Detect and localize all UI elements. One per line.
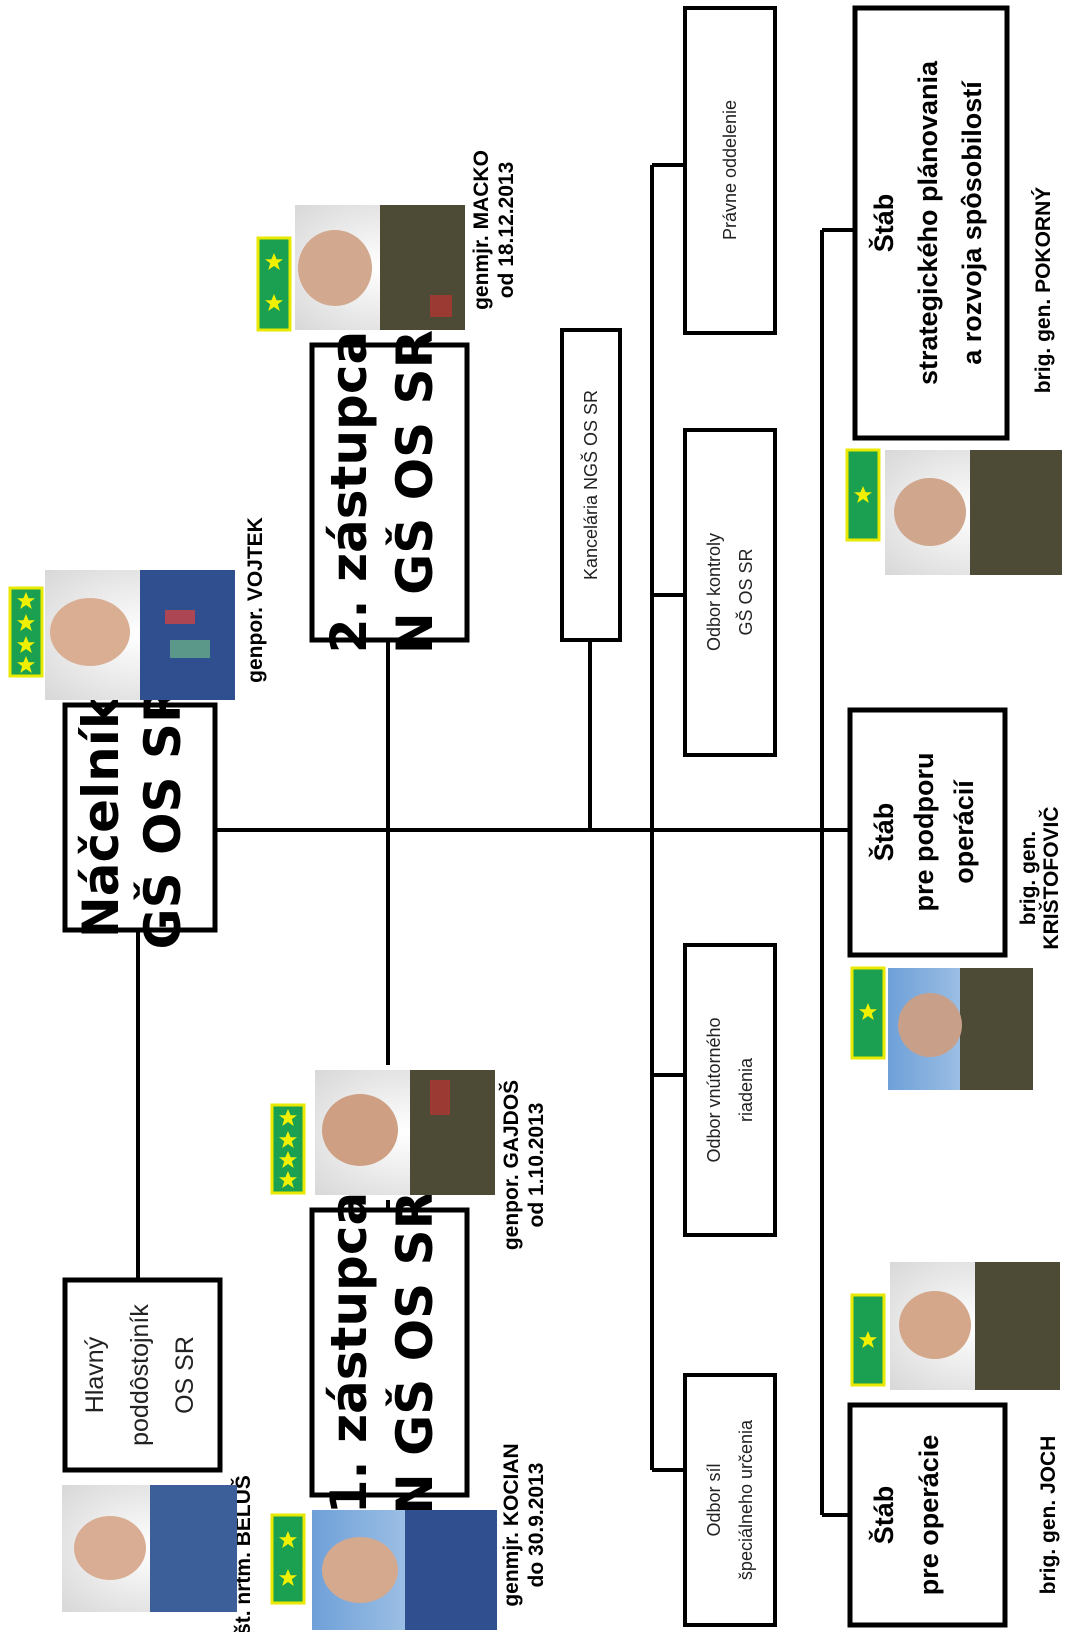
dept-control-line1: Odbor kontroly — [704, 533, 724, 651]
dept-internal-management-line2: riadenia — [736, 1057, 756, 1122]
chief-nco-line1: Hlavný — [81, 1336, 109, 1413]
office-box — [560, 328, 622, 642]
staff-operations-line1: Štáb — [868, 1486, 899, 1545]
second-deputy-box — [309, 342, 470, 643]
second-deputy-line2: N GŠ OS SR — [385, 330, 444, 654]
chief-photo — [45, 570, 235, 700]
dept-box-internal-management — [683, 943, 777, 1237]
staff-strategic-photo — [885, 450, 1062, 575]
chief-nco-photo — [62, 1485, 237, 1612]
first-deputy-line1: 1. zástupca — [320, 1192, 378, 1514]
staff-operations-line2: pre operácie — [914, 1435, 944, 1596]
chief-title-line1: Náčelník — [72, 694, 130, 938]
chief-box — [62, 702, 218, 933]
staff-strategic-line2: strategického plánovania — [913, 60, 943, 385]
first-deputy-prev-date: do 30.9.2013 — [525, 1463, 548, 1588]
dept-control-line2: GŠ OS SR — [735, 548, 756, 635]
chief-rank-badge — [8, 586, 44, 678]
staff-box-operations — [847, 1402, 1008, 1628]
chief-nco-box — [62, 1277, 223, 1473]
staff-strategic-rank-badge — [845, 448, 881, 542]
dept-box-special-forces — [683, 1373, 777, 1627]
staff-support-line1: Štáb — [868, 803, 899, 862]
first-deputy-line2: N GŠ OS SR — [385, 1191, 444, 1515]
staff-strategic-line1: Štáb — [868, 194, 899, 253]
second-deputy-date: od 18.12.2013 — [495, 162, 518, 299]
staff-strategic-commander: brig. gen. POKORNÝ — [1031, 187, 1055, 394]
chief-name: genpor. VOJTEK — [244, 517, 267, 683]
staff-operations-rank-badge — [850, 1293, 886, 1387]
staff-strategic-line3: a rozvoja spôsobilostí — [957, 80, 987, 365]
staff-support-rank-badge — [850, 966, 886, 1060]
first-deputy-name: genpor. GAJDOŠ — [499, 1080, 523, 1250]
dept-box-control — [683, 428, 777, 757]
dept-special-forces-line2: špeciálneho určenia — [736, 1419, 756, 1580]
staff-box-strategic — [852, 5, 1010, 441]
staff-support-commander-name: KRIŠTOFOVIČ — [1039, 806, 1063, 949]
staff-support-photo — [888, 968, 1033, 1090]
prev-first-deputy-rank-badge — [270, 1513, 306, 1605]
prev-first-deputy-photo — [312, 1510, 497, 1630]
dept-legal-label: Právne oddelenie — [720, 100, 740, 240]
staff-support-line3: operácií — [949, 779, 979, 884]
second-deputy-rank-badge — [256, 236, 292, 332]
connector-lines — [136, 163, 900, 1517]
chief-nco-line3: OS SR — [171, 1336, 199, 1414]
first-deputy-rank-badge — [270, 1103, 306, 1195]
staff-operations-commander: brig. gen. JOCH — [1037, 1436, 1060, 1595]
staff-support-commander-rank: brig. gen. — [1017, 831, 1040, 926]
dept-box-legal — [683, 6, 777, 335]
office-label: Kancelária NGŠ OS SR — [580, 390, 601, 580]
second-deputy-line1: 2. zástupca — [320, 331, 378, 653]
first-deputy-date: od 1.10.2013 — [525, 1103, 548, 1228]
dept-special-forces-line1: Odbor síl — [704, 1463, 724, 1536]
chief-title-line2: GŠ OS SR — [133, 685, 192, 950]
staff-operations-photo — [890, 1262, 1060, 1390]
dept-internal-management-line1: Odbor vnútorného — [704, 1017, 724, 1162]
first-deputy-prev-name: genmjr. KOCIAN — [500, 1443, 523, 1606]
staff-support-line2: pre podporu — [909, 753, 939, 912]
second-deputy-photo — [295, 205, 465, 330]
first-deputy-photo — [315, 1070, 495, 1195]
first-deputy-box — [309, 1207, 470, 1498]
chief-nco-line2: poddôstojník — [126, 1304, 154, 1446]
second-deputy-name: genmjr. MACKO — [470, 150, 493, 310]
staff-box-support — [847, 707, 1008, 958]
